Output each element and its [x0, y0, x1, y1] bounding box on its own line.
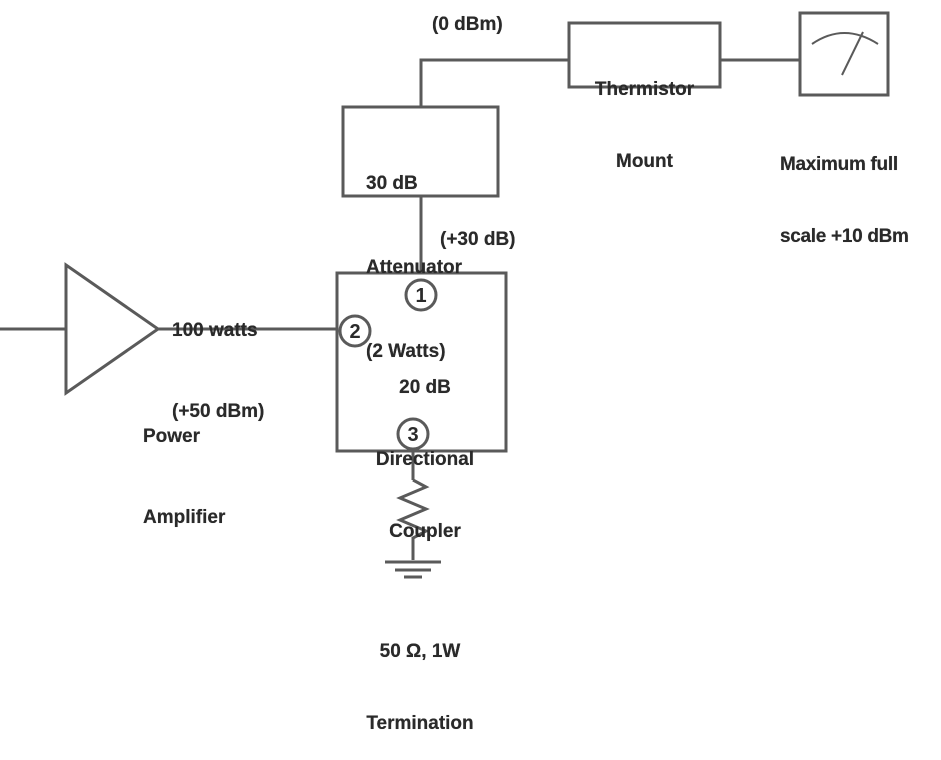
coupler-label: 20 dB Directional Coupler — [350, 328, 500, 568]
power-meter-box — [798, 11, 890, 97]
termination-label: 50 Ω, 1W Termination — [345, 592, 495, 760]
coupler-port-3-label: 3 — [407, 424, 418, 446]
thermistor-mount-label: Thermistor Mount — [569, 30, 720, 198]
meter-label-line-1: Maximum full — [780, 154, 898, 175]
coupler-port-2-circle — [338, 314, 372, 348]
amplifier-label-line-2: Amplifier — [143, 507, 226, 528]
thermistor-label-line-2: Mount — [616, 151, 673, 172]
attenuator-box — [341, 105, 500, 198]
attenuator-label: 30 dB Attenuator (2 Watts) — [366, 114, 462, 394]
thermistor-label-line-1: Thermistor — [594, 79, 695, 100]
termination-label-line-1: 50 Ω, 1W — [379, 641, 461, 662]
coupler-port-3-circle — [396, 417, 430, 451]
coupler-label-line-1: 20 dB — [399, 377, 451, 398]
coupler-port-1-label: 1 — [415, 285, 426, 307]
termination-resistor-symbol — [396, 478, 430, 560]
attenuator-label-line-2: Attenuator — [366, 257, 463, 278]
power-amplifier-symbol — [64, 262, 161, 396]
coupler-label-line-3: Coupler — [389, 521, 461, 542]
coupler-port-1-circle — [404, 278, 438, 312]
attenuator-output-level: (0 dBm) — [432, 14, 503, 35]
measurement-setup-diagram: 1 2 3 — [0, 11, 890, 579]
power-amplifier-label: Power Amplifier — [143, 369, 225, 558]
attenuator-label-line-3: (2 Watts) — [366, 341, 446, 362]
amplifier-output-line-2: (+50 dBm) — [172, 401, 265, 422]
amplifier-label-line-1: Power — [143, 426, 201, 447]
attenuator-label-line-1: 30 dB — [366, 173, 418, 194]
amplifier-output-power: 100 watts (+50 dBm) — [172, 263, 264, 452]
termination-label-line-2: Termination — [366, 713, 474, 734]
meter-scale-arc — [811, 32, 879, 45]
attenuator-to-thermistor-line — [419, 58, 569, 107]
coupler-label-line-2: Directional — [375, 449, 475, 470]
meter-needle — [841, 31, 864, 76]
meter-range-label: Maximum full scale +10 dBm — [780, 105, 909, 273]
coupler-port-2-label: 2 — [349, 321, 360, 343]
meter-label-line-2: scale +10 dBm — [780, 226, 909, 247]
thermistor-mount-box — [567, 21, 722, 89]
coupled-output-level: (+30 dB) — [440, 229, 516, 250]
amplifier-output-line-1: 100 watts — [172, 320, 258, 341]
